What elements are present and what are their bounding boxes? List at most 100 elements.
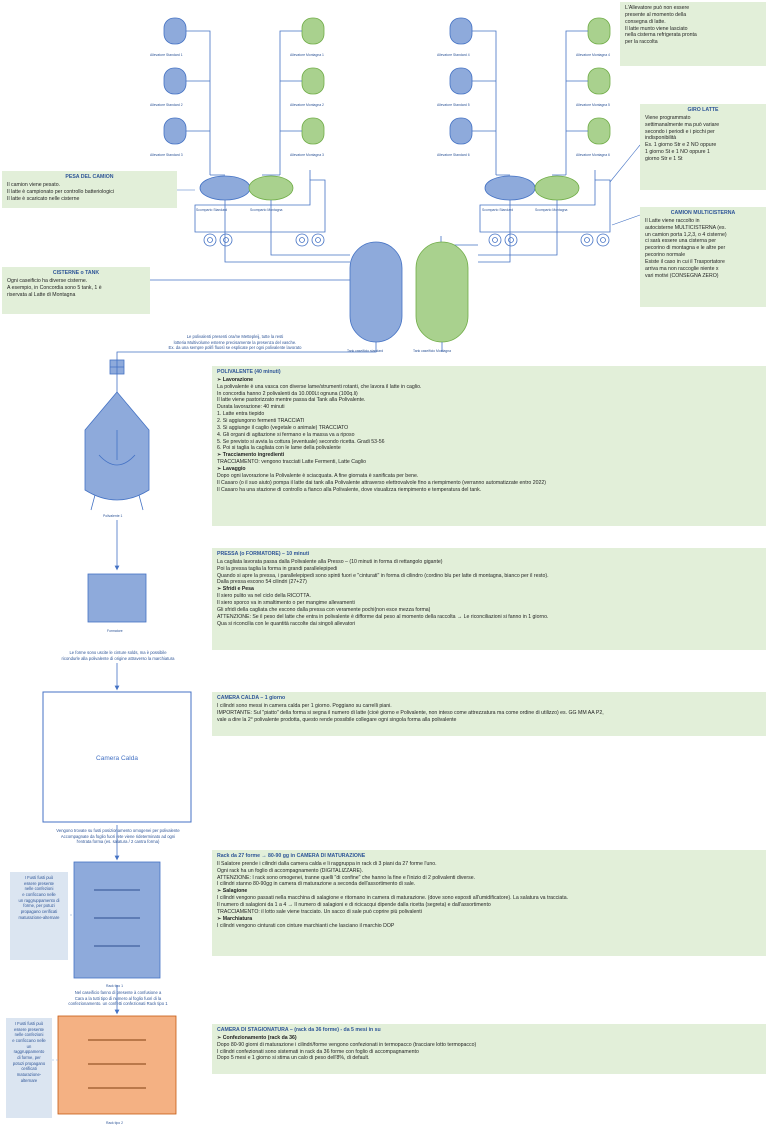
note-line: Es. 1 giorno Str e 2 NO oppure bbox=[645, 142, 717, 149]
note-line: A esempio, in Concordia sono 5 tank, 1 è bbox=[7, 284, 102, 291]
farm-label: Allevatore Montagna 2 bbox=[290, 103, 324, 107]
caption-polivalente: Le polivalenti presenti ora/ne Metteplei… bbox=[130, 334, 340, 351]
note-line: Il latte viene pastorizzato mentre passa… bbox=[217, 397, 366, 404]
caption-line: confezionamento. un confetti confezionat… bbox=[68, 1001, 168, 1007]
side-note-rack-2: I Fusti fusti può essere presente nelle … bbox=[6, 1018, 52, 1118]
caption-line: Nel caseificio fanno di presente à confu… bbox=[74, 990, 162, 995]
note-line: ➢ Lavorazione bbox=[217, 376, 254, 383]
valve-icon bbox=[109, 359, 125, 392]
side-note-line: essere presente bbox=[23, 880, 55, 886]
truck-left bbox=[194, 170, 326, 247]
note-line: Il Casaro (o il suo aiuto) pompa il latt… bbox=[217, 479, 547, 486]
side-note-line: potuzi propagano bbox=[12, 1060, 46, 1066]
side-note-line: I Fusti fusti può bbox=[24, 875, 54, 880]
side-note-connectors bbox=[52, 914, 74, 1061]
note-line: riservata al Latte di Montagna bbox=[7, 291, 76, 298]
side-note-line: e conficcano nelle bbox=[12, 1038, 46, 1044]
note-line: nella cisterna refrigerata pronta bbox=[625, 32, 697, 39]
side-note-line: propagano cerificati bbox=[20, 909, 58, 915]
truck-compartment-label: Scomparto Standard bbox=[196, 208, 227, 212]
note-title: GIRO LATTE bbox=[687, 107, 719, 113]
side-note-line: maturazione-alternare bbox=[18, 914, 60, 920]
polivalente-vessel bbox=[84, 391, 150, 511]
note-line: Viene programmato bbox=[645, 114, 691, 121]
note-line: Ogni caseificio ha diverse cisterne. bbox=[7, 277, 88, 284]
note-line: I cilindri vengono cinturati con cinture… bbox=[217, 922, 395, 929]
tank-label-green: Tank caseificio Montagna bbox=[413, 349, 451, 353]
rack-2-box bbox=[57, 1015, 177, 1115]
note-line: ATTENZIONE: I rack sono omogenei, tranne… bbox=[217, 874, 476, 881]
caption-camera-calda: Vengono trovate su fusti posizionamento … bbox=[30, 828, 206, 845]
farm-label: Allevatore Standard 4 bbox=[437, 53, 470, 57]
farm-tank-left-green-2 bbox=[301, 67, 325, 95]
note-line: un camion porta 1,2,3, o 4 cisterne) bbox=[645, 231, 727, 238]
caption-formatore: Le forme sono uscite le cinture solds, m… bbox=[40, 650, 196, 661]
note-line: I cilindri stanno 80-90gg in camera di m… bbox=[217, 881, 416, 888]
farm-tank-right-green-3 bbox=[587, 117, 611, 145]
camera-calda-box bbox=[42, 691, 192, 823]
note-line: Il Latte viene raccolto in bbox=[645, 217, 700, 224]
farm-tank-right-blue-3 bbox=[449, 117, 473, 145]
farm-group-right bbox=[449, 17, 611, 176]
note-line: Il Casaro ha una stazione di controllo a… bbox=[217, 486, 482, 493]
note-title: PESA DEL CAMION bbox=[65, 174, 114, 180]
caption-rack-1: Nel caseificio fanno di presente à confu… bbox=[40, 990, 196, 1007]
note-line: secondo i periodi e i picchi per bbox=[645, 128, 715, 135]
farm-tank-right-blue-1 bbox=[449, 17, 473, 45]
note-line: Esiste il caso in cui il Trasportatore bbox=[645, 259, 725, 266]
note-line: pecorino di montagna e le altre per bbox=[645, 245, 726, 252]
farm-label: Allevatore Standard 1 bbox=[150, 53, 183, 57]
note-line: settimanalmente ma può variare bbox=[645, 121, 720, 128]
farm-tank-right-blue-2 bbox=[449, 67, 473, 95]
note-line: ➢ Tracciamento ingredienti bbox=[217, 452, 285, 459]
note-pesa-camion: PESA DEL CAMION Il camion viene pesato. … bbox=[2, 171, 177, 208]
caption-line: l'entrata forma (es. salatura / 2 cantra… bbox=[76, 839, 160, 845]
note-title: CAMERA CALDA – 1 giorno bbox=[217, 695, 286, 701]
rack-1-label: Rack tipo 1 bbox=[106, 984, 123, 988]
note-line: Il numero di salagioni da 1 a 4 → Il num… bbox=[217, 902, 491, 909]
note-giro-latte: GIRO LATTE Viene programmato settimanalm… bbox=[640, 104, 766, 190]
note-line: Il latte è scaricato nelle cisterne bbox=[7, 195, 80, 202]
note-title: CAMERA DI STAGIONATURA – (rack da 36 for… bbox=[217, 1027, 381, 1033]
note-line: ATTENZIONE: Se il peso del latte che ent… bbox=[217, 613, 549, 620]
note-line: Dopo 80-90 giorni di maturazione i cilin… bbox=[217, 1041, 477, 1048]
farm-label: Allevatore Standard 3 bbox=[150, 153, 183, 157]
farm-label: Allevatore Montagna 5 bbox=[576, 103, 610, 107]
note-line: 3. Si aggiunge il caglio (vegetale o ani… bbox=[217, 424, 349, 431]
note-line: TRACCIAMENTO: il lotto sale viene tracci… bbox=[217, 908, 422, 915]
main-tank-blue bbox=[349, 241, 403, 343]
side-note-line: di forme, per bbox=[17, 1055, 41, 1061]
note-line: In concordia hanno 2 polivalenti da 10.0… bbox=[217, 390, 358, 397]
note-line: ➢ Lavaggio bbox=[217, 466, 246, 473]
note-line: giorno Str e 1 St bbox=[645, 156, 683, 163]
note-line: La polivalente è una vasca con diverse l… bbox=[217, 383, 422, 390]
note-line: Gli sfridi della cagliata che escono dal… bbox=[217, 606, 431, 613]
note-line: indisponibilità bbox=[645, 135, 677, 142]
note-line: I cilindri sono messi in camera calda pe… bbox=[217, 702, 392, 709]
note-line: Poi la pressa taglia la forma in grandi … bbox=[217, 565, 338, 572]
side-note-line: maturazione-alternare bbox=[16, 1072, 42, 1083]
farm-label: Allevatore Montagna 1 bbox=[290, 53, 324, 57]
note-line: ➢ Confezionamento (rack da 36) bbox=[217, 1034, 297, 1041]
note-maturazione: Rack da 27 forme → 80-90 gg in CAMERA DI… bbox=[212, 850, 766, 956]
truck-right bbox=[479, 170, 611, 247]
caption-line: lotteria Multivolume esterne precisament… bbox=[173, 339, 297, 345]
note-line: 1. Latte entra tiepido bbox=[217, 411, 265, 418]
note-line: 6. Poi si taglia la cagliata con le lame… bbox=[217, 445, 341, 452]
formatore-label: Formatore bbox=[107, 629, 123, 633]
caption-line: ricondurle alla polivalente di origine a… bbox=[61, 655, 175, 661]
tank-label-blue: Tank caseificio standard bbox=[347, 349, 383, 353]
formatore-box bbox=[87, 573, 147, 623]
note-allevatore: L'Allevatore può non essere presente al … bbox=[620, 2, 766, 66]
side-note-line: nelle confezioni bbox=[24, 886, 54, 892]
farm-label: Allevatore Standard 2 bbox=[150, 103, 183, 107]
note-line: ➢ Sfridi e Pesa bbox=[217, 586, 254, 593]
truck-to-tank-pipes bbox=[150, 200, 558, 281]
note-title: CISTERNE o TANK bbox=[52, 270, 100, 276]
farm-label: Allevatore Standard 5 bbox=[437, 103, 470, 107]
caption-line: Accompagnate da foglio fuori rete viene … bbox=[60, 833, 176, 839]
note-line: La cagliata lavorata passa dalla Polival… bbox=[217, 558, 443, 565]
camera-calda-label: Camera Calda bbox=[96, 755, 138, 762]
caption-line: Cara a la tutti tipo di numero al foglio… bbox=[74, 995, 162, 1001]
